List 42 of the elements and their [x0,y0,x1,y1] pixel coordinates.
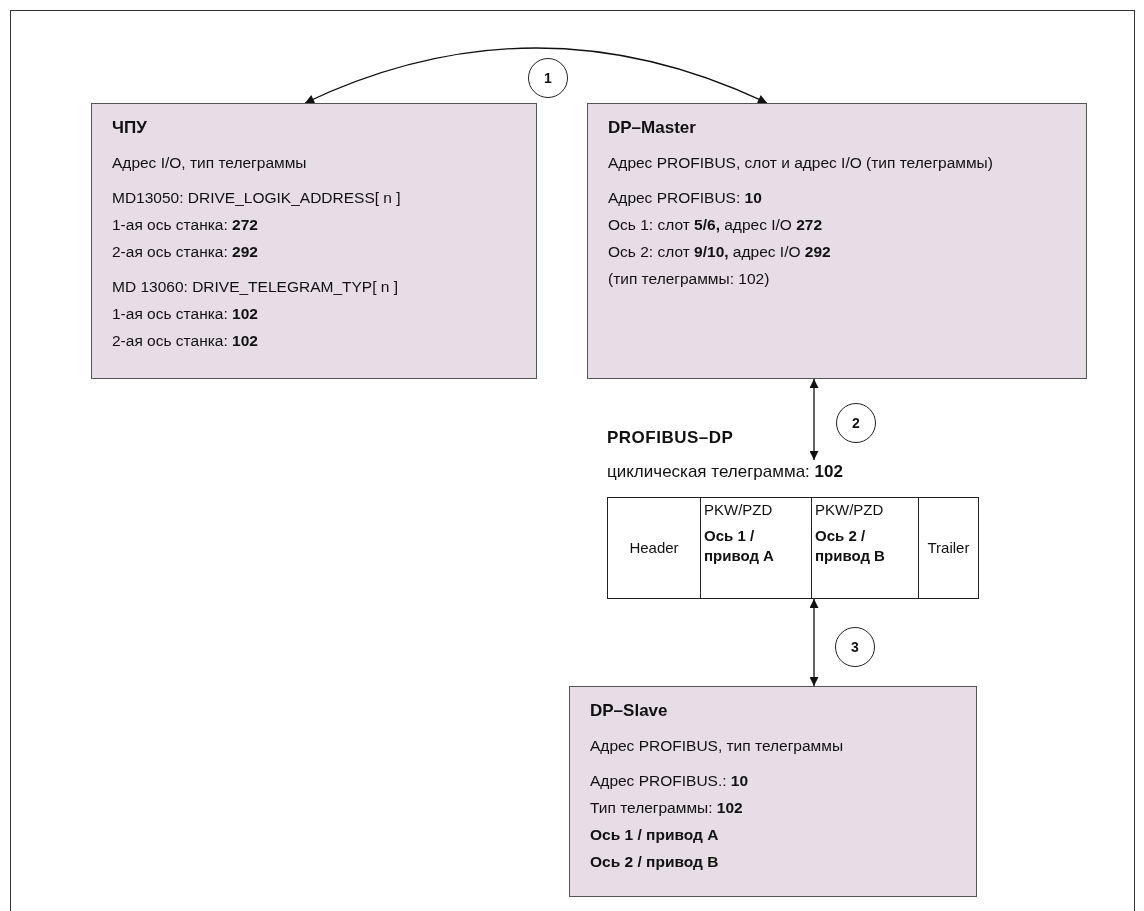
box-text: MD 13060: DRIVE_TELEGRAM_TYP[ n ] [112,277,399,297]
box-text: Адрес PROFIBUS, тип телеграммы [590,736,845,756]
callout-circle [528,58,568,98]
cell-text: PKW/PZD [704,500,773,520]
double-arrow [809,378,819,461]
box-text: Адрес I/O, тип телеграммы [112,153,308,173]
callout-number: 3 [851,639,859,655]
cell-text: Ось 1 / привод A [704,526,775,566]
box-text: Ось 2: слот 9/10, адрес I/O 292 [608,242,832,262]
cell-text: Header [629,538,679,558]
box-heading: DP–Master [608,117,697,139]
box-text: Ось 2 / привод B [590,852,720,872]
cell-text: PKW/PZD [815,500,884,520]
info-box [91,103,537,379]
cell-text: Trailer [927,538,970,558]
double-arrow [809,598,819,687]
callout-circle [836,403,876,443]
table-cell [701,498,812,598]
box-heading: ЧПУ [112,117,148,139]
box-text: Ось 1: слот 5/6, адрес I/O 272 [608,215,824,235]
double-arrow [304,47,768,104]
bus-label: PROFIBUS–DP [607,428,734,448]
box-heading: DP–Slave [590,700,669,722]
telegram-caption: циклическая телеграмма: 102 [607,462,843,481]
table-cell [812,498,919,598]
info-box [587,103,1087,379]
box-text: 2-ая ось станка: 102 [112,331,259,351]
box-text: 1-ая ось станка: 272 [112,215,259,235]
box-text: 1-ая ось станка: 102 [112,304,259,324]
box-text: Тип телеграммы: 102 [590,798,744,818]
box-text: 2-ая ось станка: 292 [112,242,259,262]
box-text: Адрес PROFIBUS: 10 [608,188,763,208]
callout-number: 1 [544,70,552,86]
cell-text: Ось 2 / привод B [815,526,886,566]
callout-circle [835,627,875,667]
box-text: (тип телеграммы: 102) [608,269,771,289]
box-text: Адрес PROFIBUS.: 10 [590,771,750,791]
box-text: MD13050: DRIVE_LOGIK_ADDRESS[ n ] [112,188,402,208]
box-text: Адрес PROFIBUS, слот и адрес I/O (тип телеграммы) [608,153,994,173]
info-box [569,686,977,897]
box-text: Ось 1 / привод A [590,825,720,845]
callout-number: 2 [852,415,860,431]
